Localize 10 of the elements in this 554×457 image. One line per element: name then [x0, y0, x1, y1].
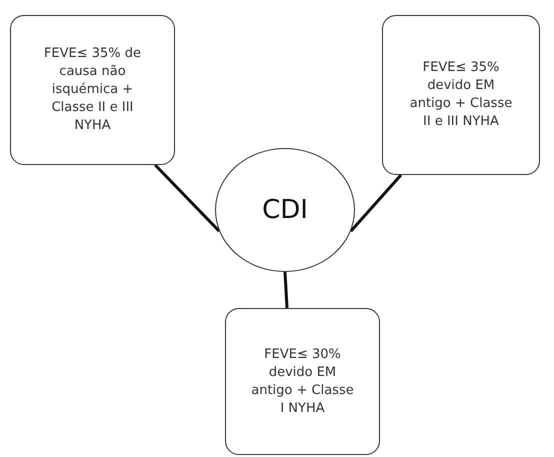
connector-line [284, 272, 288, 308]
rounded-box [10, 15, 175, 165]
node-text: FEVE≤ 35% devido EM antigo + Classe II e III NYHA [408, 59, 514, 131]
rounded-box [382, 15, 540, 175]
node-text: FEVE≤ 35% de causa não isquémica + Classe II e III NYHA [42, 45, 142, 135]
node-text: FEVE≤ 30% devido EM antigo + Classe I NYHA [250, 346, 355, 418]
connector-line [154, 164, 220, 232]
rounded-box [225, 308, 380, 455]
connector-line [350, 174, 402, 232]
node-text: CDI [262, 195, 308, 225]
